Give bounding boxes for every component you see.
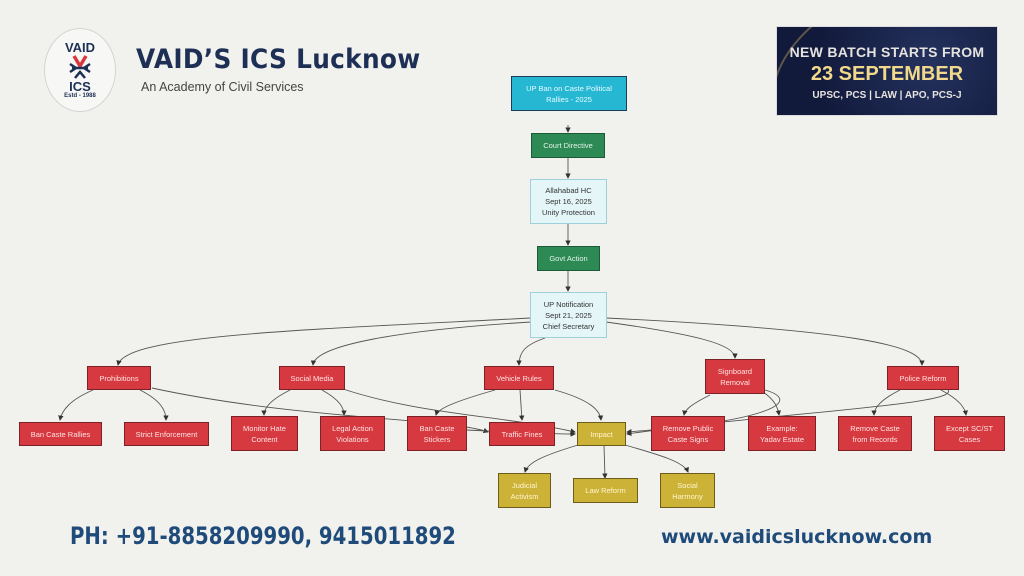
brand-subtitle: An Academy of Civil Services <box>141 80 304 94</box>
edge-notif-police <box>605 317 925 366</box>
edge-impact-judicial <box>523 444 579 473</box>
academy-logo: VAID ICS Estd - 1988 <box>44 28 116 112</box>
logo-established: Estd - 1988 <box>64 93 96 99</box>
node-police-reform[interactable]: Police Reform <box>887 366 959 390</box>
node-ban-caste-stickers[interactable]: Ban Caste Stickers <box>407 416 467 451</box>
edge-prohib-strict <box>139 389 169 421</box>
banner-headline: NEW BATCH STARTS FROM <box>789 44 985 60</box>
edge-police-records <box>871 389 901 416</box>
node-allahabad-hc[interactable]: Allahabad HC Sept 16, 2025 Unity Protect… <box>530 179 607 224</box>
edge-vehicle-stickers <box>434 389 496 416</box>
node-court-directive[interactable]: Court Directive <box>531 133 605 158</box>
website-link[interactable]: www.vaidicslucknow.com <box>661 526 933 548</box>
edge-police-except <box>940 389 969 416</box>
logo-text-bottom: ICS <box>69 79 91 94</box>
edge-social-legal <box>321 389 347 416</box>
node-strict-enforcement[interactable]: Strict Enforcement <box>124 422 209 446</box>
edge-notif-signboard <box>605 321 738 359</box>
node-ban-caste-rallies[interactable]: Ban Caste Rallies <box>19 422 102 446</box>
edge-vehicle-fines <box>519 389 525 421</box>
node-up-notification[interactable]: UP Notification Sept 21, 2025 Chief Secr… <box>530 292 607 338</box>
node-legal-action-violations[interactable]: Legal Action Violations <box>320 416 385 451</box>
node-prohibitions[interactable]: Prohibitions <box>87 366 151 390</box>
edge-signboard-removesigns <box>682 394 711 416</box>
logo-text-top: VAID <box>64 40 96 55</box>
edge-notif-social <box>310 321 532 366</box>
node-judicial-activism[interactable]: Judicial Activism <box>498 473 551 508</box>
node-example-yadav-estate[interactable]: Example: Yadav Estate <box>748 416 816 451</box>
node-vehicle-rules[interactable]: Vehicle Rules <box>484 366 554 390</box>
node-social-media[interactable]: Social Media <box>279 366 345 390</box>
node-law-reform[interactable]: Law Reform <box>573 478 638 503</box>
brand-title: VAID’S ICS Lucknow <box>136 44 421 75</box>
phone-numbers: PH: +91-8858209990, 9415011892 <box>70 522 456 550</box>
node-root-up-ban[interactable]: UP Ban on Caste Political Rallies - 2025 <box>511 76 627 111</box>
edge-impact-harmony <box>624 444 689 473</box>
banner-courses: UPSC, PCS | LAW | APO, PCS-J <box>812 90 962 101</box>
node-govt-action[interactable]: Govt Action <box>537 246 600 271</box>
node-impact[interactable]: Impact <box>577 422 626 446</box>
node-except-sc-st-cases[interactable]: Except SC/ST Cases <box>934 416 1005 451</box>
node-monitor-hate-content[interactable]: Monitor Hate Content <box>231 416 298 451</box>
node-signboard-removal[interactable]: Signboard Removal <box>705 359 765 394</box>
node-social-harmony[interactable]: Social Harmony <box>660 473 715 508</box>
banner-date: 23 SEPTEMBER <box>810 63 964 85</box>
node-traffic-fines[interactable]: Traffic Fines <box>489 422 555 446</box>
edge-prohib-banrallies <box>58 389 94 421</box>
edge-vehicle-impact <box>554 389 604 421</box>
edge-notif-vehicle <box>516 337 546 366</box>
edge-notif-prohib <box>116 317 532 366</box>
new-batch-banner[interactable]: NEW BATCH STARTS FROM 23 SEPTEMBER UPSC,… <box>776 26 998 116</box>
edge-signboard-example <box>762 391 782 416</box>
node-remove-caste-from-records[interactable]: Remove Caste from Records <box>838 416 912 451</box>
node-remove-public-caste-signs[interactable]: Remove Public Caste Signs <box>651 416 725 451</box>
snowflake-v-emblem-icon <box>69 55 91 79</box>
edge-impact-lawreform <box>602 444 608 479</box>
edge-social-monitor <box>261 389 291 416</box>
